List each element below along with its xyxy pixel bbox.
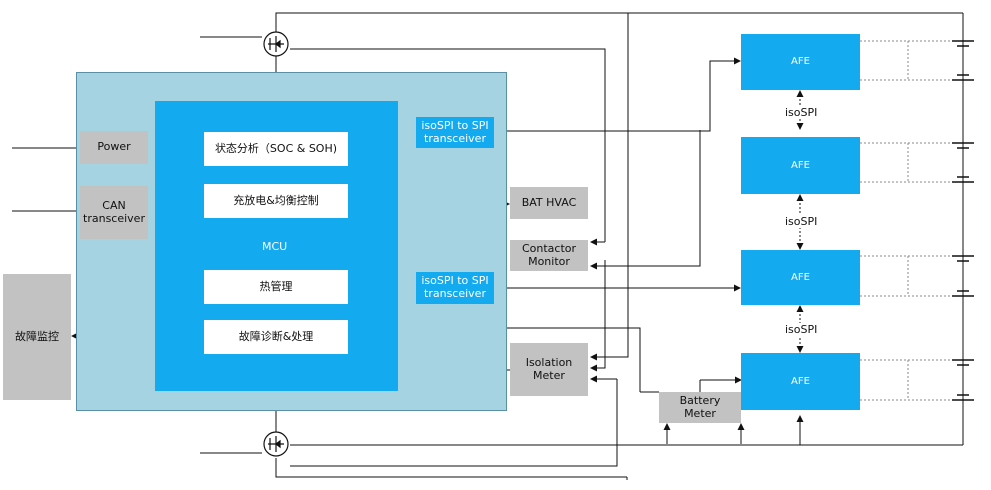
fault-diagnosis-block: 故障诊断&处理 xyxy=(204,320,348,354)
state-analysis-block: 状态分析（SOC & SOH) xyxy=(204,132,348,166)
top-power-bus xyxy=(275,12,963,33)
afe-block-3: AFE xyxy=(741,250,860,305)
mcu-label: MCU xyxy=(262,240,288,253)
afe-block-1: AFE xyxy=(741,34,860,90)
afe-block-2: AFE xyxy=(741,137,860,194)
charge-balance-block: 充放电&均衡控制 xyxy=(204,184,348,218)
isospi-transceiver-bottom: isoSPI to SPI transceiver xyxy=(416,272,494,304)
afe-block-4: AFE xyxy=(741,353,860,410)
isolation-meter-block: Isolation Meter xyxy=(510,343,588,396)
fault-monitor-block: 故障监控 xyxy=(3,274,71,400)
bottom-power-bus xyxy=(275,458,627,478)
top-switch-icon xyxy=(263,31,289,57)
bat-hvac-block: BAT HVAC xyxy=(510,187,588,219)
isospi-link-label-3: isoSPI xyxy=(784,323,819,336)
isospi-link-label-2: isoSPI xyxy=(784,215,819,228)
contactor-monitor-block: Contactor Monitor xyxy=(510,240,588,271)
isospi-transceiver-top: isoSPI to SPI transceiver xyxy=(416,117,494,148)
can-transceiver-block: CAN transceiver xyxy=(80,186,148,239)
thermal-management-block: 热管理 xyxy=(204,270,348,304)
battery-cells xyxy=(952,40,974,401)
power-block: Power xyxy=(80,131,148,164)
bottom-switch-icon xyxy=(263,431,289,457)
isospi-link-label-1: isoSPI xyxy=(784,106,819,119)
battery-meter-block: Battery Meter xyxy=(659,392,741,423)
